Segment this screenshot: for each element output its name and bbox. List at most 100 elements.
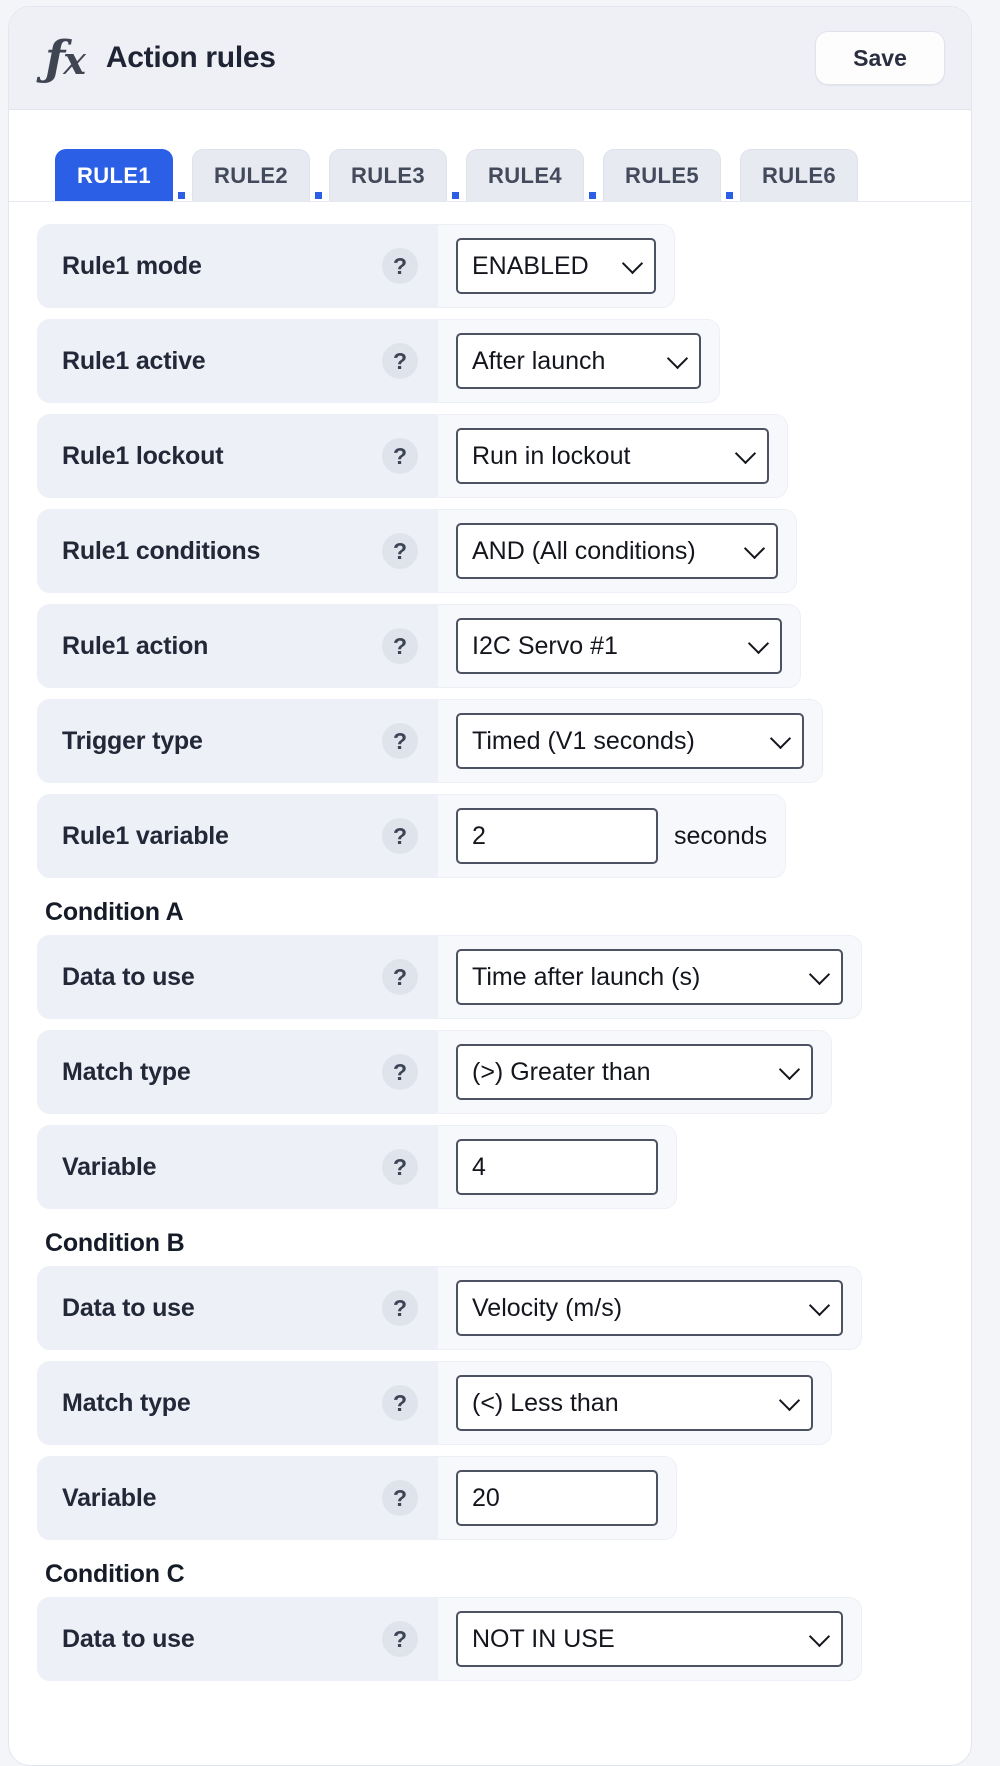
select-value: NOT IN USE xyxy=(472,1624,615,1653)
field-row-rule1-conditions: Rule1 conditions ? AND (All conditions) xyxy=(37,509,797,593)
field-row-rule1-active: Rule1 active ? After launch xyxy=(37,319,720,403)
row-control-area: After launch xyxy=(438,320,719,402)
help-icon[interactable]: ? xyxy=(382,248,418,284)
field-label: Rule1 mode xyxy=(62,251,202,280)
select-value: Run in lockout xyxy=(472,441,631,470)
row-control-area: ENABLED xyxy=(438,225,674,307)
save-button[interactable]: Save xyxy=(815,31,945,85)
row-label-area: Rule1 lockout ? xyxy=(38,415,438,497)
help-icon[interactable]: ? xyxy=(382,959,418,995)
chevron-down-icon xyxy=(734,442,757,465)
field-row-cond-a-match: Match type ? (>) Greater than xyxy=(37,1030,832,1114)
cond-a-match-select[interactable]: (>) Greater than xyxy=(456,1044,813,1100)
row-label-area: Rule1 active ? xyxy=(38,320,438,402)
row-label-area: Variable ? xyxy=(38,1457,438,1539)
row-label-area: Trigger type ? xyxy=(38,700,438,782)
help-icon[interactable]: ? xyxy=(382,1621,418,1657)
help-icon[interactable]: ? xyxy=(382,343,418,379)
trigger-type-select[interactable]: Timed (V1 seconds) xyxy=(456,713,804,769)
rule1-variable-input[interactable]: 2 xyxy=(456,808,658,864)
select-value: (>) Greater than xyxy=(472,1057,651,1086)
tab-rule4[interactable]: RULE4 xyxy=(466,149,596,201)
field-label: Match type xyxy=(62,1388,191,1417)
row-label-area: Match type ? xyxy=(38,1362,438,1444)
row-label-area: Data to use ? xyxy=(38,1598,438,1680)
input-value: 2 xyxy=(472,821,486,850)
help-icon[interactable]: ? xyxy=(382,1054,418,1090)
select-value: After launch xyxy=(472,346,606,375)
fx-icon: ƒx xyxy=(45,30,86,86)
tab-label: RULE4 xyxy=(487,162,563,188)
cond-a-data-select[interactable]: Time after launch (s) xyxy=(456,949,843,1005)
input-value: 4 xyxy=(472,1152,486,1181)
row-control-area: 20 xyxy=(438,1457,676,1539)
chevron-down-icon xyxy=(621,252,644,275)
row-label-area: Data to use ? xyxy=(38,936,438,1018)
help-icon[interactable]: ? xyxy=(382,533,418,569)
row-label-area: Rule1 variable ? xyxy=(38,795,438,877)
help-icon[interactable]: ? xyxy=(382,1290,418,1326)
tab-rule6[interactable]: RULE6 xyxy=(740,149,858,201)
row-label-area: Rule1 conditions ? xyxy=(38,510,438,592)
condition-b-title: Condition B xyxy=(45,1229,185,1257)
row-control-area: Run in lockout xyxy=(438,415,787,497)
field-row-cond-b-data: Data to use ? Velocity (m/s) xyxy=(37,1266,862,1350)
chevron-down-icon xyxy=(769,727,792,750)
row-control-area: (>) Greater than xyxy=(438,1031,831,1113)
condition-a-title: Condition A xyxy=(45,898,184,926)
chevron-down-icon xyxy=(666,347,689,370)
rule1-active-select[interactable]: After launch xyxy=(456,333,701,389)
tab-rule3[interactable]: RULE3 xyxy=(329,149,459,201)
chevron-down-icon xyxy=(808,963,831,986)
action-rules-card: ƒx Action rules Save RULE1 RULE2 RULE3 R… xyxy=(8,6,972,1766)
select-value: ENABLED xyxy=(472,251,589,280)
chevron-down-icon xyxy=(778,1389,801,1412)
help-icon[interactable]: ? xyxy=(382,1149,418,1185)
rule1-mode-select[interactable]: ENABLED xyxy=(456,238,656,294)
field-label: Data to use xyxy=(62,1293,195,1322)
field-row-rule1-action: Rule1 action ? I2C Servo #1 xyxy=(37,604,801,688)
tab-label: RULE1 xyxy=(76,162,152,188)
help-icon[interactable]: ? xyxy=(382,723,418,759)
cond-b-data-select[interactable]: Velocity (m/s) xyxy=(456,1280,843,1336)
cond-a-variable-input[interactable]: 4 xyxy=(456,1139,658,1195)
rule1-conditions-select[interactable]: AND (All conditions) xyxy=(456,523,778,579)
row-control-area: 4 xyxy=(438,1126,676,1208)
rule1-lockout-select[interactable]: Run in lockout xyxy=(456,428,769,484)
field-label: Rule1 conditions xyxy=(62,536,261,565)
tab-rule2[interactable]: RULE2 xyxy=(192,149,322,201)
help-icon[interactable]: ? xyxy=(382,818,418,854)
row-control-area: (<) Less than xyxy=(438,1362,831,1444)
row-control-area: Velocity (m/s) xyxy=(438,1267,861,1349)
help-icon[interactable]: ? xyxy=(382,1385,418,1421)
field-label: Rule1 active xyxy=(62,346,206,375)
field-row-cond-a-variable: Variable ? 4 xyxy=(37,1125,677,1209)
cond-c-data-select[interactable]: NOT IN USE xyxy=(456,1611,843,1667)
tab-rule1[interactable]: RULE1 xyxy=(55,149,185,201)
row-control-area: Timed (V1 seconds) xyxy=(438,700,822,782)
row-control-area: Time after launch (s) xyxy=(438,936,861,1018)
field-row-rule1-variable: Rule1 variable ? 2 seconds xyxy=(37,794,787,878)
select-value: (<) Less than xyxy=(472,1388,619,1417)
row-control-area: I2C Servo #1 xyxy=(438,605,800,687)
help-icon[interactable]: ? xyxy=(382,628,418,664)
tab-label: RULE6 xyxy=(761,162,837,188)
rule1-action-select[interactable]: I2C Servo #1 xyxy=(456,618,782,674)
select-value: Velocity (m/s) xyxy=(472,1293,623,1322)
rules-form: Rule1 mode ? ENABLED Rule1 active ? Afte… xyxy=(9,202,971,1692)
chevron-down-icon xyxy=(778,1058,801,1081)
select-value: AND (All conditions) xyxy=(472,536,696,565)
field-label: Data to use xyxy=(62,962,195,991)
row-control-area: AND (All conditions) xyxy=(438,510,796,592)
help-icon[interactable]: ? xyxy=(382,438,418,474)
field-label: Data to use xyxy=(62,1624,195,1653)
condition-c-title: Condition C xyxy=(45,1560,185,1588)
row-label-area: Rule1 action ? xyxy=(38,605,438,687)
row-label-area: Rule1 mode ? xyxy=(38,225,438,307)
tab-rule5[interactable]: RULE5 xyxy=(603,149,733,201)
field-label: Match type xyxy=(62,1057,191,1086)
cond-b-variable-input[interactable]: 20 xyxy=(456,1470,658,1526)
cond-b-match-select[interactable]: (<) Less than xyxy=(456,1375,813,1431)
field-row-trigger-type: Trigger type ? Timed (V1 seconds) xyxy=(37,699,823,783)
help-icon[interactable]: ? xyxy=(382,1480,418,1516)
